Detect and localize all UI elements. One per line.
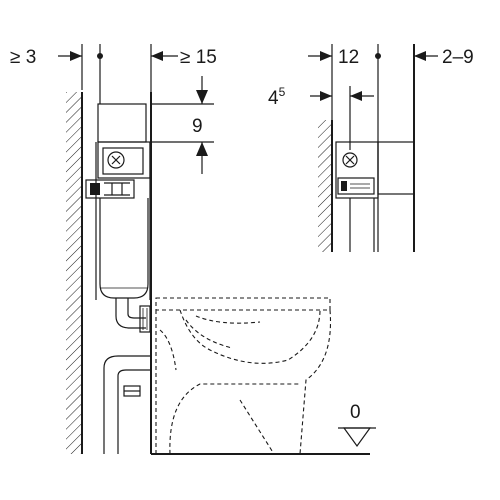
- wall-hatch-detail: [318, 120, 332, 252]
- label-cistern-height: 9: [192, 116, 203, 137]
- label-panel-range: 2–9: [442, 47, 474, 68]
- label-front-gap: ≥ 15: [180, 47, 217, 68]
- cistern-module: [85, 141, 151, 300]
- dim-cistern-height: [151, 76, 214, 174]
- flush-pipe: [115, 298, 151, 333]
- floor-level-marker: [338, 427, 376, 448]
- label-wall-gap: ≥ 3: [10, 47, 36, 68]
- waste-pipe: [103, 355, 150, 454]
- label-floor-level: 0: [350, 402, 361, 423]
- wc-bowl-outline: [155, 297, 332, 455]
- detail-module: [335, 141, 379, 252]
- dim-offset: [310, 86, 374, 150]
- dim-panel-range: [414, 51, 438, 61]
- dim-wall-gap: [58, 44, 103, 104]
- right-detail-view: 12 2–9 45: [268, 44, 474, 252]
- label-module-depth: 12: [338, 47, 359, 68]
- dim-front-gap: [150, 44, 178, 92]
- valve-circle: [107, 151, 125, 169]
- detail-panel: [377, 141, 415, 195]
- actuator-plate: [97, 103, 147, 143]
- wall-hatch: [66, 92, 82, 454]
- label-offset: 45: [268, 85, 286, 109]
- left-side-view: ≥ 3 ≥ 15 9 0: [10, 44, 376, 455]
- dim-module-depth: [308, 44, 381, 142]
